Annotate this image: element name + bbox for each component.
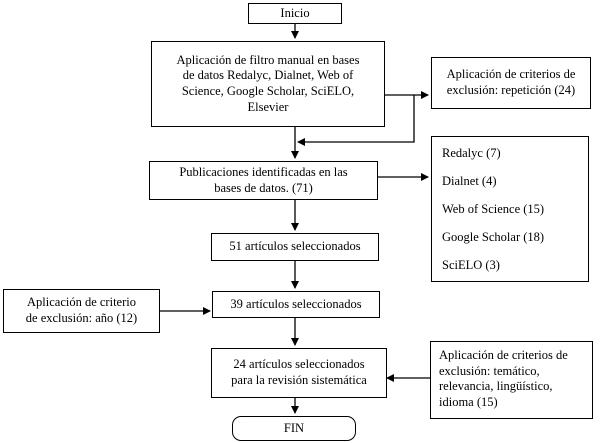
- start-label: Inicio: [280, 5, 310, 20]
- exclusion-thematic-line-2: exclusión: temático,: [439, 363, 540, 378]
- exclusion-thematic-line-1: Aplicación de criterios de: [439, 348, 568, 362]
- selected-24-line-2: para la revisión sistemática: [231, 373, 367, 387]
- filter-line-1: Aplicación de filtro manual en bases: [176, 52, 360, 67]
- database-scielo: SciELO (3): [442, 258, 500, 272]
- database-dialnet: Dialnet (4): [442, 174, 497, 188]
- selected-24-line-1: 24 artículos seleccionados: [233, 357, 365, 372]
- filter-line-4: Elsevier: [247, 99, 289, 114]
- exclusion-year-line-1: Aplicación de criterio: [27, 295, 136, 310]
- selected-24-box: 24 artículos seleccionados para la revis…: [211, 348, 387, 398]
- start-box: Inicio: [248, 3, 342, 24]
- exclusion-repeat-line-2: exclusión: repetición (24): [446, 83, 576, 97]
- selected-51-box: 51 artículos seleccionados: [211, 233, 379, 261]
- identified-line-1: Publicaciones identificadas en las: [179, 164, 348, 179]
- database-google-scholar: Google Scholar (18): [442, 230, 545, 244]
- database-web-of-science: Web of Science (15): [442, 202, 545, 216]
- exclusion-year-line-2: de exclusión: año (12): [25, 311, 138, 325]
- database-redalyc: Redalyc (7): [442, 146, 501, 160]
- selected-51-label: 51 artículos seleccionados: [229, 239, 361, 254]
- exclusion-repeat-box: Aplicación de criterios de exclusión: re…: [431, 57, 591, 109]
- exclusion-year-box: Aplicación de criterio de exclusión: año…: [3, 289, 160, 333]
- identified-box: Publicaciones identificadas en las bases…: [149, 161, 378, 200]
- filter-line-2: de datos Redalyc, Dialnet, Web of: [182, 68, 354, 83]
- exclusion-thematic-line-4: idioma (15): [439, 394, 498, 409]
- filter-line-3: Science, Google Scholar, SciELO,: [181, 84, 355, 98]
- identified-line-2: bases de datos. (71): [214, 180, 313, 195]
- exclusion-thematic-box: Aplicación de criterios de exclusión: te…: [430, 341, 593, 419]
- end-label: FIN: [283, 420, 305, 435]
- arrow-exclusion-feedback: [297, 95, 415, 146]
- databases-box: Redalyc (7) Dialnet (4) Web of Science (…: [431, 136, 589, 282]
- exclusion-repeat-line-1: Aplicación de criterios de: [446, 67, 576, 82]
- selected-39-box: 39 artículos seleccionados: [212, 291, 380, 318]
- end-box: FIN: [232, 416, 356, 441]
- filter-box: Aplicación de filtro manual en bases de …: [151, 41, 385, 127]
- exclusion-thematic-line-3: relevancia, lingüístico,: [439, 379, 553, 394]
- selected-39-label: 39 artículos seleccionados: [230, 296, 362, 311]
